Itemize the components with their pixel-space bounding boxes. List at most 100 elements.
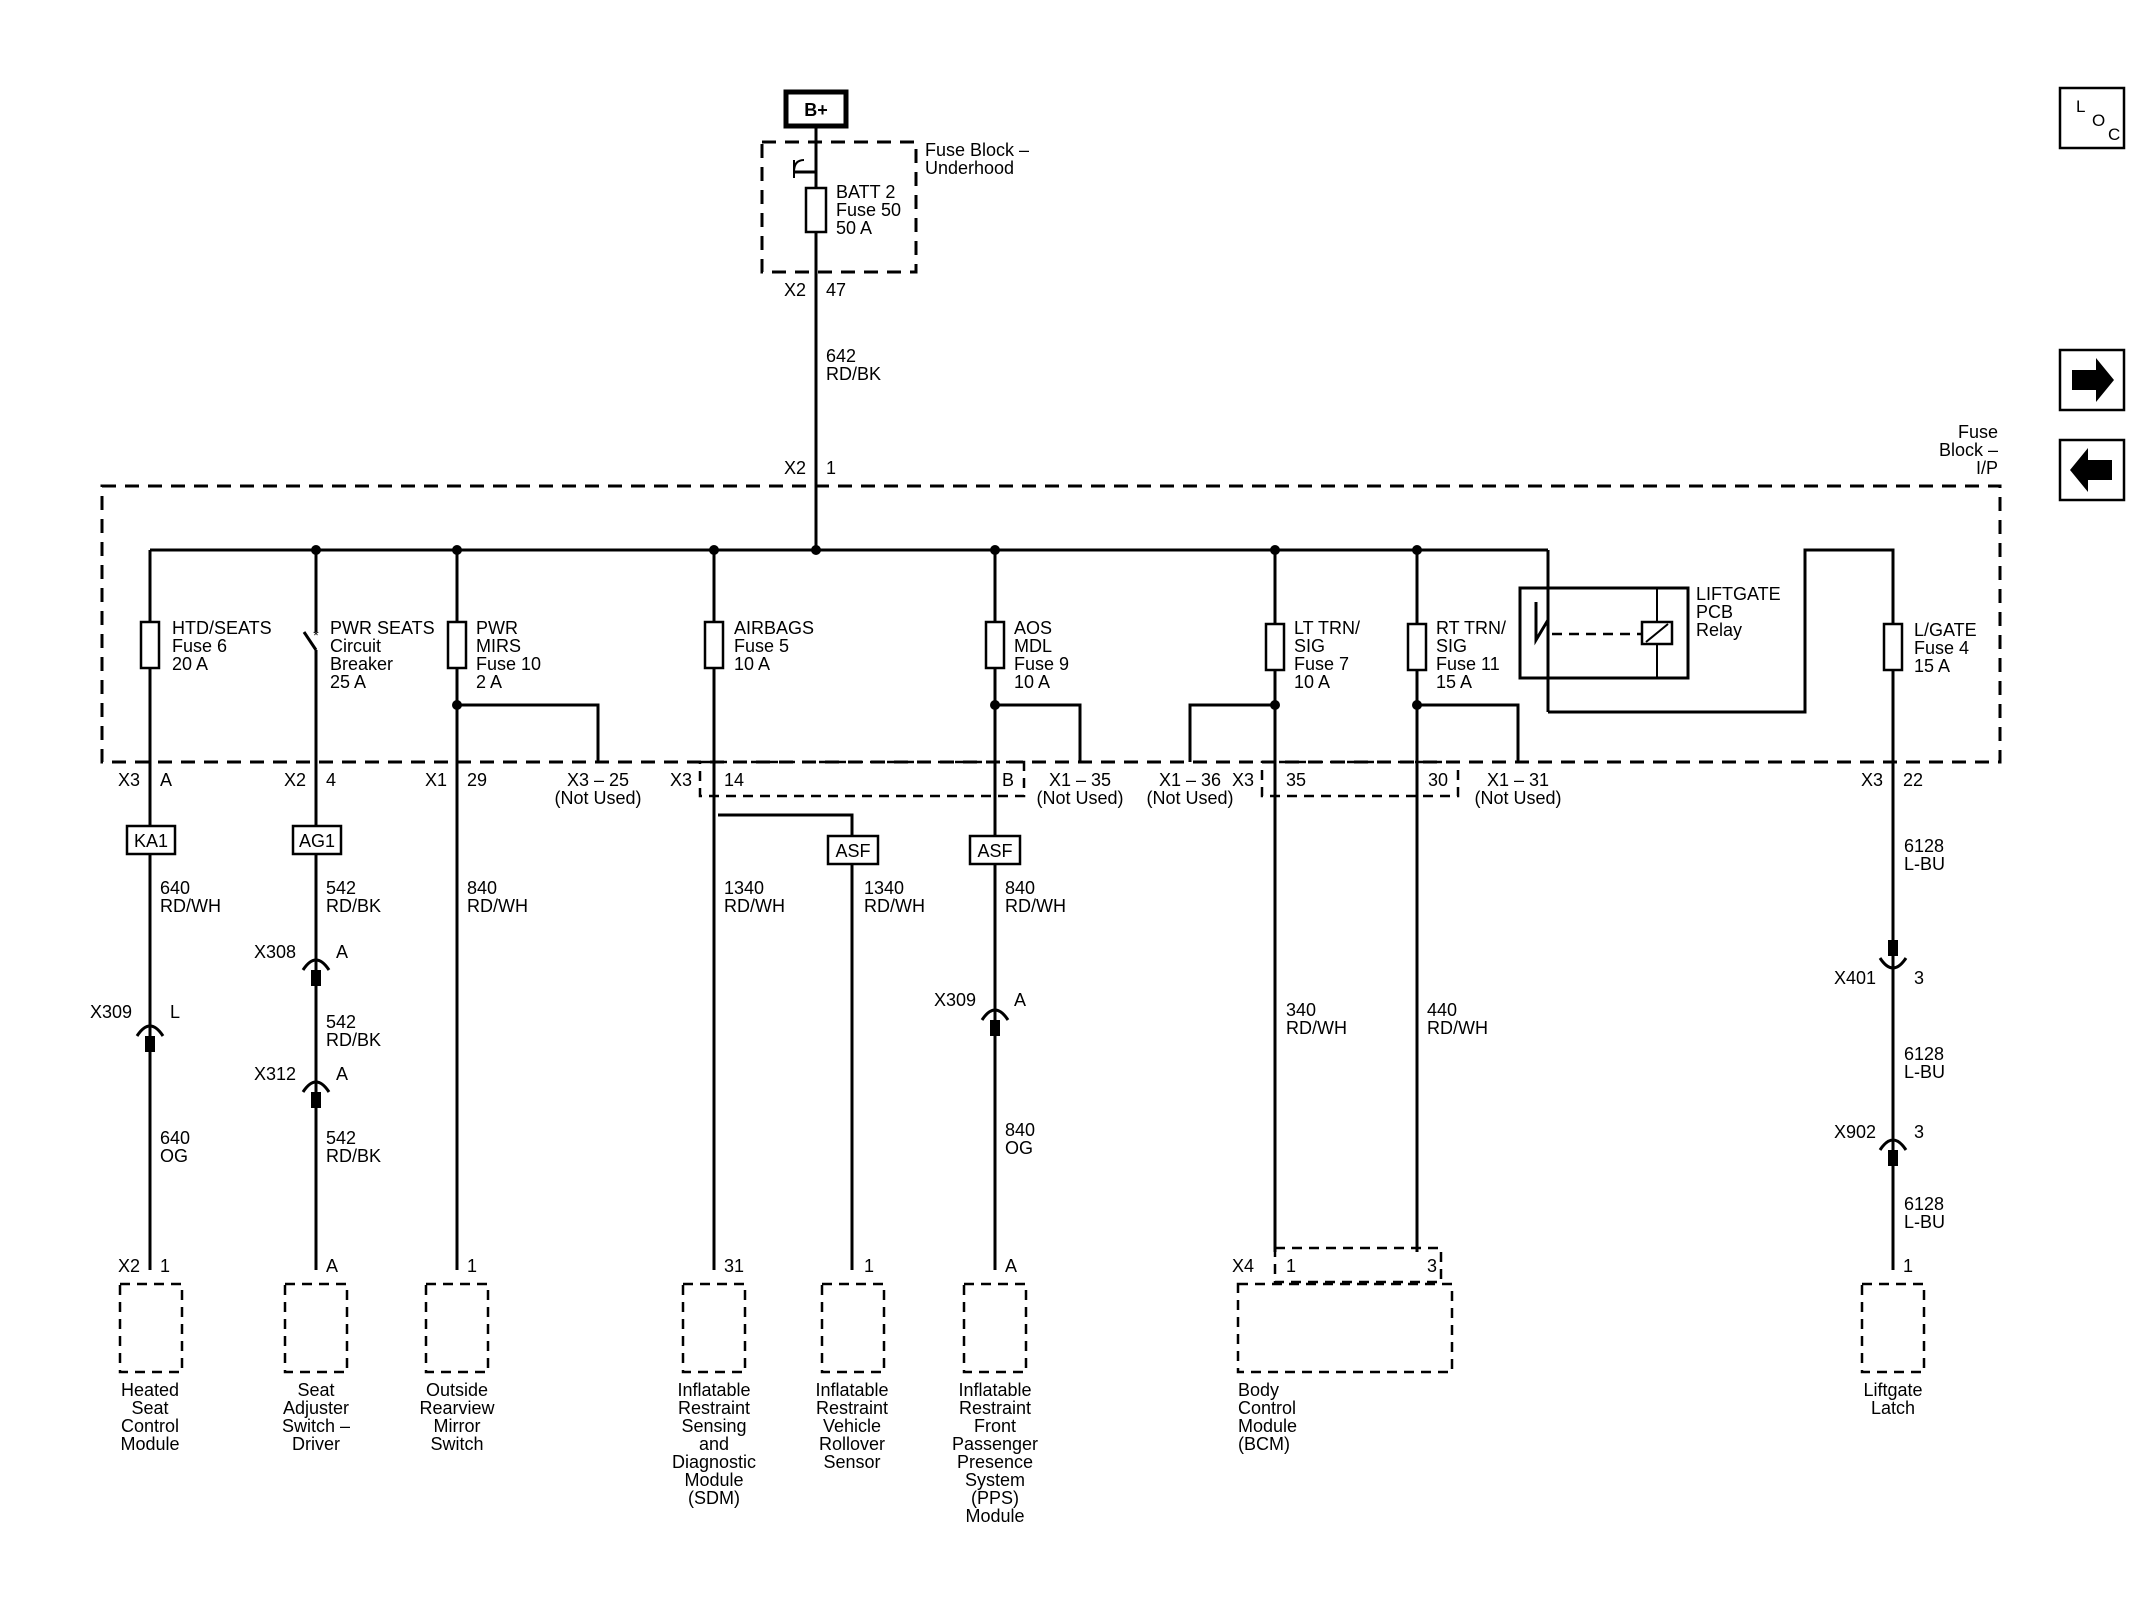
svg-text:KA1: KA1 <box>134 831 168 851</box>
svg-text:X308: X308 <box>254 942 296 962</box>
svg-text:Control: Control <box>1238 1398 1296 1418</box>
svg-text:3: 3 <box>1914 968 1924 988</box>
svg-text:O: O <box>2092 111 2105 130</box>
fuse-block-underhood-outline <box>760 140 918 274</box>
fuse-lgate-label: L/GATE Fuse 4 15 A <box>1914 620 1977 676</box>
svg-text:and: and <box>699 1434 729 1454</box>
svg-text:840: 840 <box>1005 878 1035 898</box>
svg-text:(PPS): (PPS) <box>971 1488 1019 1508</box>
arrow-left-icon[interactable] <box>2058 438 2126 502</box>
svg-text:Passenger: Passenger <box>952 1434 1038 1454</box>
svg-text:RD/WH: RD/WH <box>864 896 925 916</box>
svg-text:642: 642 <box>826 346 856 366</box>
svg-text:640: 640 <box>160 878 190 898</box>
ip-block-title: Fuse Block – I/P <box>1939 422 1998 478</box>
svg-text:MIRS: MIRS <box>476 636 521 656</box>
pin-labels: X3 A X2 4 X1 29 X3 – 25 (Not Used) X3 14… <box>118 770 1923 808</box>
component-sdm: 31 Inflatable Restraint Sensing and Diag… <box>672 1256 756 1508</box>
aos-mdl-fuse-icon <box>984 620 1006 670</box>
svg-text:Fuse Block –: Fuse Block – <box>925 140 1029 160</box>
svg-text:(BCM): (BCM) <box>1238 1434 1290 1454</box>
inline-connector-x312: X312 A <box>254 1064 348 1108</box>
svg-text:SIG: SIG <box>1294 636 1325 656</box>
lgate-fuse-icon <box>1882 622 1904 672</box>
svg-text:PCB: PCB <box>1696 602 1733 622</box>
svg-text:X3: X3 <box>1232 770 1254 790</box>
svg-text:440: 440 <box>1427 1000 1457 1020</box>
svg-text:Sensing: Sensing <box>681 1416 746 1436</box>
svg-text:1340: 1340 <box>864 878 904 898</box>
svg-text:Mirror: Mirror <box>434 1416 481 1436</box>
svg-text:RD/BK: RD/BK <box>826 364 881 384</box>
svg-text:L/GATE: L/GATE <box>1914 620 1977 640</box>
svg-text:RD/WH: RD/WH <box>1005 896 1066 916</box>
svg-text:X2: X2 <box>118 1256 140 1276</box>
svg-text:Front: Front <box>974 1416 1016 1436</box>
svg-text:1: 1 <box>160 1256 170 1276</box>
inline-connector-x308: X308 A <box>254 942 348 986</box>
svg-text:X3: X3 <box>1861 770 1883 790</box>
svg-text:15 A: 15 A <box>1914 656 1950 676</box>
svg-text:Block –: Block – <box>1939 440 1998 460</box>
ip-conn: X2 <box>784 458 806 478</box>
splice-ag1: AG1 <box>291 824 343 856</box>
svg-text:AG1: AG1 <box>299 831 335 851</box>
svg-text:Presence: Presence <box>957 1452 1033 1472</box>
svg-text:OG: OG <box>160 1146 188 1166</box>
svg-text:Outside: Outside <box>426 1380 488 1400</box>
x3-35-connector-outline <box>1260 760 1460 798</box>
splice-ka1: KA1 <box>125 824 177 856</box>
svg-text:X902: X902 <box>1834 1122 1876 1142</box>
svg-text:(Not Used): (Not Used) <box>1036 788 1123 808</box>
loc-icon[interactable]: L O C <box>2058 86 2126 150</box>
svg-text:Circuit: Circuit <box>330 636 381 656</box>
component-outside-rearview-mirror-switch: 1 Outside Rearview Mirror Switch <box>419 1256 495 1454</box>
svg-text:1: 1 <box>864 1256 874 1276</box>
arrow-right-icon[interactable] <box>2058 348 2126 412</box>
svg-text:Module: Module <box>1238 1416 1297 1436</box>
svg-text:RD/WH: RD/WH <box>467 896 528 916</box>
svg-text:25 A: 25 A <box>330 672 366 692</box>
svg-text:22: 22 <box>1903 770 1923 790</box>
svg-text:X3: X3 <box>118 770 140 790</box>
fuse-block-ip-outline <box>100 484 2002 764</box>
liftgate-relay-label: LIFTGATE PCB Relay <box>1696 584 1781 640</box>
fuse-htd-seats-label: HTD/SEATS Fuse 6 20 A <box>172 618 272 674</box>
svg-text:Fuse 4: Fuse 4 <box>1914 638 1969 658</box>
component-heated-seat-control-module: X2 1 Heated Seat Control Module <box>118 1256 184 1454</box>
svg-text:6128: 6128 <box>1904 1044 1944 1064</box>
pwr-mirs-fuse-icon <box>446 620 468 670</box>
svg-text:1340: 1340 <box>724 878 764 898</box>
svg-text:Diagnostic: Diagnostic <box>672 1452 756 1472</box>
svg-text:Rollover: Rollover <box>819 1434 885 1454</box>
svg-text:X3 – 25: X3 – 25 <box>567 770 629 790</box>
svg-text:X2: X2 <box>284 770 306 790</box>
svg-text:Fuse 10: Fuse 10 <box>476 654 541 674</box>
svg-text:542: 542 <box>326 878 356 898</box>
svg-text:RT TRN/: RT TRN/ <box>1436 618 1506 638</box>
svg-text:RD/BK: RD/BK <box>326 896 381 916</box>
svg-text:B: B <box>1002 770 1014 790</box>
batt2-fuse-label: BATT 2 Fuse 50 50 A <box>836 182 901 238</box>
svg-text:HTD/SEATS: HTD/SEATS <box>172 618 272 638</box>
svg-text:PWR: PWR <box>476 618 518 638</box>
htd-seats-fuse-icon <box>139 620 161 670</box>
circuit-breaker-icon <box>302 631 318 651</box>
svg-text:B+: B+ <box>804 100 828 120</box>
svg-text:A: A <box>336 942 348 962</box>
svg-text:Restraint: Restraint <box>678 1398 750 1418</box>
splice-asf-2: ASF <box>968 834 1022 866</box>
svg-text:I/P: I/P <box>1976 458 1998 478</box>
svg-text:Module: Module <box>120 1434 179 1454</box>
svg-text:Fuse 50: Fuse 50 <box>836 200 901 220</box>
svg-text:10 A: 10 A <box>1014 672 1050 692</box>
svg-text:15 A: 15 A <box>1436 672 1472 692</box>
svg-text:Inflatable: Inflatable <box>958 1380 1031 1400</box>
underhood-conn: X2 <box>784 280 806 300</box>
svg-text:840: 840 <box>1005 1120 1035 1140</box>
inline-connector-x309-l: X309 L <box>90 1002 180 1052</box>
svg-text:Sensor: Sensor <box>823 1452 880 1472</box>
svg-text:X1 – 31: X1 – 31 <box>1487 770 1549 790</box>
svg-text:14: 14 <box>724 770 744 790</box>
svg-text:Fuse 5: Fuse 5 <box>734 636 789 656</box>
